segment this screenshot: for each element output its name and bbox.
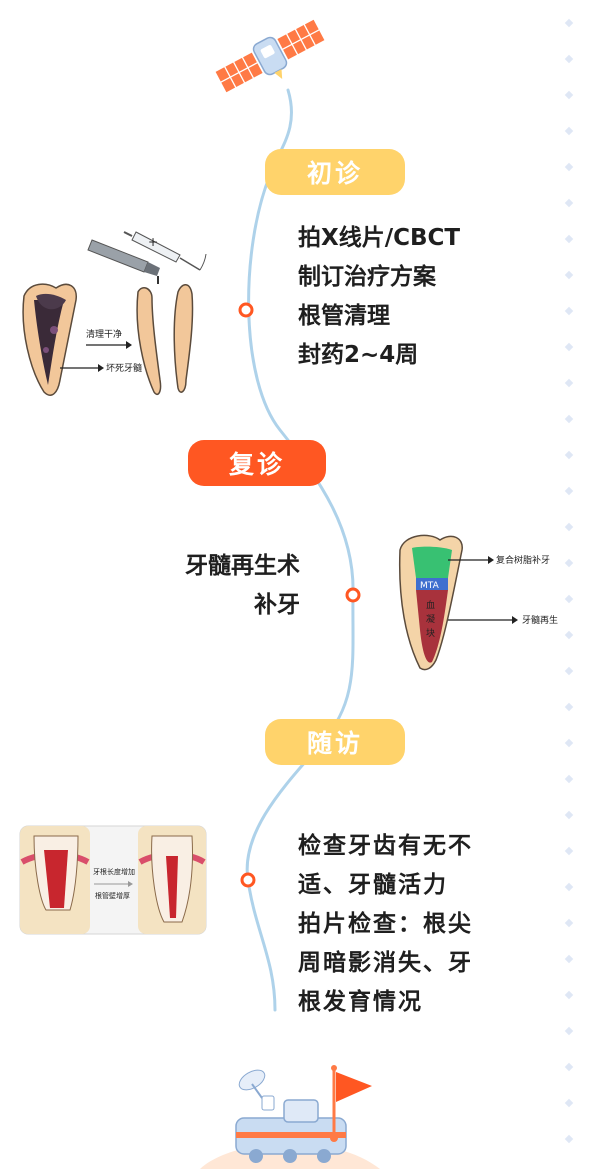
- decor-dot: [564, 810, 574, 820]
- step-title: 初诊: [306, 159, 363, 188]
- label-composite-filling: 复合树脂补牙: [496, 554, 550, 566]
- decor-dot: [564, 270, 574, 280]
- decor-dot: [564, 918, 574, 928]
- syringe-icon: +: [123, 231, 207, 271]
- timeline-node-1: [238, 302, 254, 318]
- step-1-details: 拍X线片/CBCT 制订治疗方案 根管清理 封药2~4周: [298, 219, 460, 375]
- decor-dot: [564, 846, 574, 856]
- decor-dot: [564, 594, 574, 604]
- decor-dot: [564, 54, 574, 64]
- decor-dot: [564, 1062, 574, 1072]
- step-2-details: 牙髓再生术 补牙: [185, 547, 300, 625]
- decor-dot: [564, 738, 574, 748]
- step-pill-follow-up: 随访: [265, 719, 405, 765]
- label-wall-thickening: 根管壁增厚: [95, 891, 130, 900]
- label-cleaned: 清理干净: [86, 328, 122, 340]
- decor-dot: [564, 342, 574, 352]
- satellite-icon: [214, 18, 326, 94]
- tooth-after-icon: [138, 835, 206, 923]
- decor-dot: [564, 126, 574, 136]
- dot-column: [564, 18, 574, 1144]
- decor-dot: [564, 378, 574, 388]
- decor-dot: [564, 666, 574, 676]
- rover-icon: [200, 1069, 380, 1169]
- step-1-line: 拍X线片/CBCT: [298, 225, 461, 251]
- decor-dot: [564, 522, 574, 532]
- regenerated-tooth-icon: MTA 血 凝 块: [398, 534, 463, 671]
- step-3-line: 拍片检查：根尖: [298, 911, 473, 937]
- label-clot-2: 块: [426, 627, 435, 639]
- decor-dot: [564, 630, 574, 640]
- decor-dot: [564, 234, 574, 244]
- dental-drill-icon: [87, 239, 160, 284]
- decor-dot: [564, 702, 574, 712]
- step-3-details: 检查牙齿有无不 适、牙髓活力 拍片检查：根尖 周暗影消失、牙 根发育情况: [298, 827, 473, 1022]
- step-2-line: 牙髓再生术: [185, 553, 300, 579]
- step-1-line: 根管清理: [298, 303, 390, 329]
- step-3-line: 根发育情况: [298, 989, 423, 1015]
- decor-dot: [564, 990, 574, 1000]
- decor-dot: [564, 1098, 574, 1108]
- step-pill-return-visit: 复诊: [188, 440, 326, 486]
- decor-dot: [564, 882, 574, 892]
- step-title: 随访: [306, 729, 363, 758]
- decor-dot: [564, 90, 574, 100]
- regen-arrows: [448, 556, 518, 624]
- label-necrotic-pulp: 坏死牙髓: [106, 362, 142, 374]
- timeline-node-2: [345, 587, 361, 603]
- step-1-line: 封药2~4周: [298, 342, 419, 368]
- decor-dot: [564, 954, 574, 964]
- step-pill-initial-visit: 初诊: [265, 149, 405, 195]
- decor-dot: [564, 450, 574, 460]
- label-root-length: 牙根长度增加: [93, 867, 135, 876]
- step-3-line: 检查牙齿有无不: [298, 833, 473, 859]
- label-clot-1: 凝: [426, 614, 435, 625]
- follow-up-illustration: 牙根长度增加 根管壁增厚: [19, 825, 207, 935]
- cleaned-arrow: [60, 341, 132, 372]
- step-1-line: 制订治疗方案: [298, 264, 436, 290]
- svg-text:+: +: [148, 235, 158, 249]
- tooth-decayed-icon: [22, 283, 77, 396]
- step-3-line: 周暗影消失、牙: [298, 950, 473, 976]
- decor-dot: [564, 306, 574, 316]
- decor-dot: [564, 414, 574, 424]
- timeline-node-3: [240, 872, 256, 888]
- label-blood: 血: [426, 599, 435, 611]
- decor-dot: [564, 774, 574, 784]
- decor-dot: [564, 486, 574, 496]
- decor-dot: [564, 558, 574, 568]
- step-3-line: 适、牙髓活力: [298, 872, 448, 898]
- step-title: 复诊: [228, 450, 285, 479]
- label-pulp-regeneration: 牙髓再生: [522, 614, 558, 626]
- tooth-cleaned-icon: [136, 284, 194, 396]
- decor-dot: [564, 1134, 574, 1144]
- label-mta: MTA: [420, 581, 440, 591]
- decor-dot: [564, 18, 574, 28]
- decor-dot: [564, 1026, 574, 1036]
- tooth-before-icon: [20, 835, 90, 911]
- flag-icon: [330, 1065, 372, 1142]
- decor-dot: [564, 162, 574, 172]
- step-2-line: 补牙: [254, 592, 300, 618]
- decor-dot: [564, 198, 574, 208]
